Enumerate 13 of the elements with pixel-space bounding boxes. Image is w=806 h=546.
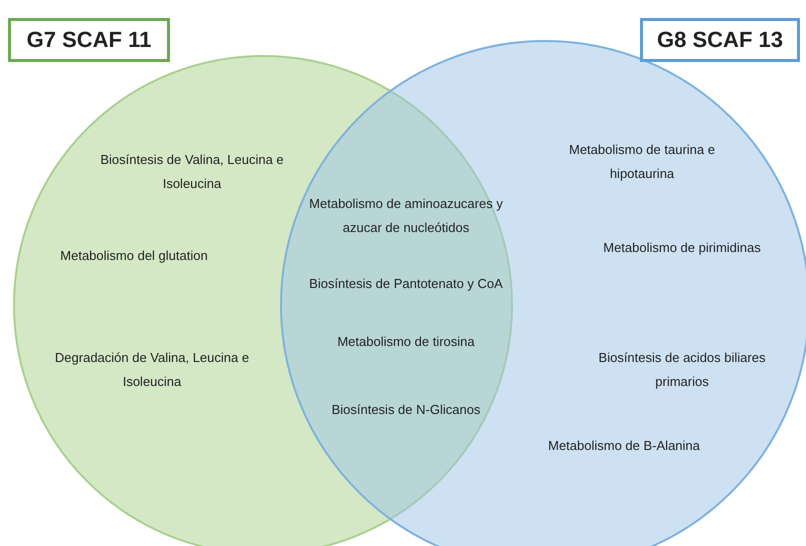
title-box: G7 SCAF 11: [8, 18, 170, 62]
pathway-text: Metabolismo del glutation: [59, 247, 209, 265]
pathway-text: Biosíntesis de Pantotenato y CoA: [308, 275, 504, 293]
pathway-text: Biosíntesis de acidos biliares primarios: [598, 349, 766, 391]
pathway-text: Metabolismo de tirosina: [336, 333, 476, 351]
pathway-text: Metabolismo de B-Alanina: [547, 437, 701, 455]
pathway-text: Metabolismo de pirimidinas: [602, 239, 762, 257]
pathway-text: Metabolismo de taurina e hipotaurina: [568, 141, 716, 183]
pathway-text: Biosíntesis de N-Glicanos: [330, 401, 482, 419]
pathway-text: Degradación de Valina, Leucina e Isoleucina: [54, 349, 250, 391]
title-box: G8 SCAF 13: [640, 18, 800, 62]
pathway-text: Metabolismo de aminoazucares y azucar de nucleótidos: [308, 195, 504, 237]
pathway-text: Biosíntesis de Valina, Leucina e Isoleucina: [99, 151, 285, 193]
